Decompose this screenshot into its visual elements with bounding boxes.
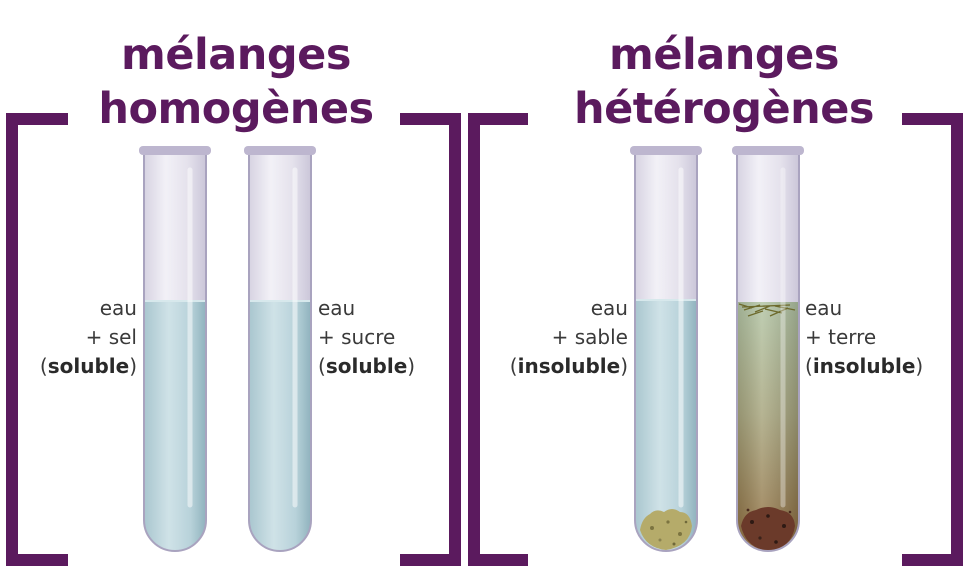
paren-close: ) [407,354,416,378]
title-homogeneous-line1: mélanges [121,30,351,80]
label-sand-line1: eau [590,296,628,320]
title-heterogeneous: mélanges hétérogènes [528,28,920,136]
label-sugar-state: (soluble) [318,352,415,381]
label-sand-state: (insoluble) [480,352,628,381]
test-tube-soil [732,146,804,552]
paren-close: ) [620,354,628,378]
label-sugar: eau + sucre (soluble) [318,294,415,381]
label-soil: eau + terre (insoluble) [805,294,923,381]
label-soil-state: (insoluble) [805,352,923,381]
label-sand-line2: + sable [551,325,628,349]
label-soil-line2: + terre [805,325,877,349]
bracket-left-group [6,113,461,566]
floating-debris [738,303,796,317]
label-sugar-line1: eau [318,296,356,320]
paren-open: ( [39,354,48,378]
label-salt-state: (soluble) [20,352,137,381]
label-salt-line1: eau [99,296,137,320]
title-homogeneous-line2: homogènes [98,84,374,134]
paren-open: ( [805,354,813,378]
bracket-right-group [468,113,963,566]
state-soluble: soluble [47,354,130,378]
state-soluble: soluble [325,354,408,378]
paren-open: ( [509,354,518,378]
test-tube-sugar [244,146,316,552]
soil-sediment [741,507,795,551]
state-insoluble: insoluble [812,354,916,378]
title-heterogeneous-line1: mélanges [609,30,839,80]
label-sugar-line2: + sucre [318,325,396,349]
title-heterogeneous-line2: hétérogènes [573,84,875,134]
title-homogeneous: mélanges homogènes [60,28,412,136]
label-salt: eau + sel (soluble) [20,294,137,381]
label-sand: eau + sable (insoluble) [480,294,628,381]
label-soil-line1: eau [805,296,843,320]
test-tube-salt [139,146,211,552]
sand-sediment [640,509,692,550]
label-salt-line2: + sel [85,325,137,349]
paren-close: ) [129,354,137,378]
paren-open: ( [318,354,326,378]
state-insoluble: insoluble [517,354,621,378]
test-tube-sand [630,146,702,552]
paren-close: ) [915,354,924,378]
